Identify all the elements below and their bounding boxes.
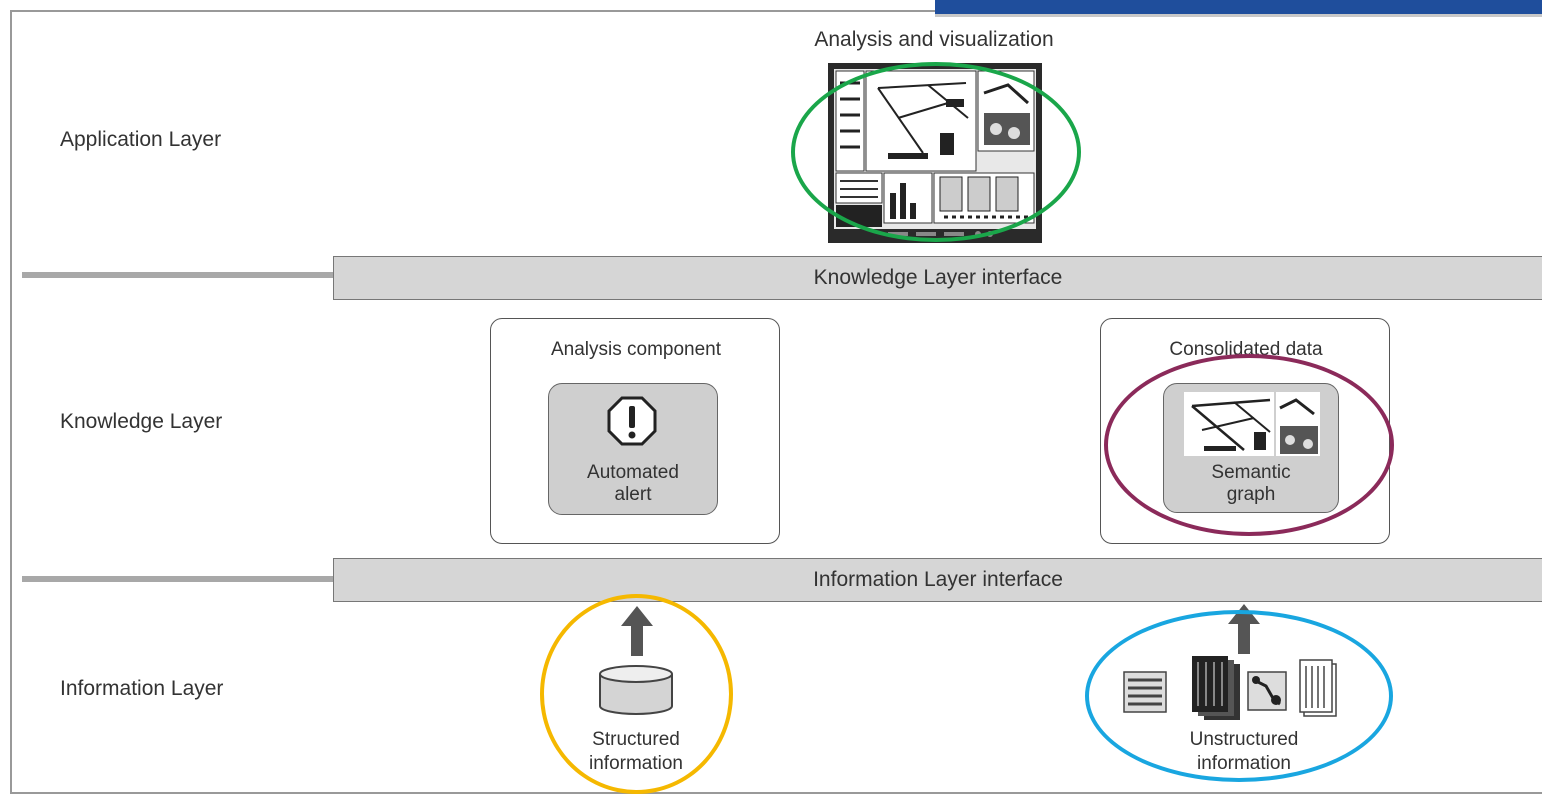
analysis-component-label: Analysis component <box>550 339 722 360</box>
knowledge-layer-label: Knowledge Layer <box>60 410 223 433</box>
knowledge-highlight-ellipse <box>1104 354 1394 536</box>
frame-left-border <box>10 10 12 794</box>
application-highlight-ellipse <box>791 62 1081 242</box>
application-layer-label: Application Layer <box>60 128 222 151</box>
information-layer-interface: Information Layer interface <box>333 558 1542 602</box>
consolidated-data-label: Consolidated data <box>1169 339 1323 360</box>
analysis-component-box: Analysis component Automated alert <box>490 318 780 544</box>
analysis-visualization-title: Analysis and visualization <box>814 28 1054 51</box>
automated-alert-label-line2: alert <box>614 484 652 505</box>
knowledge-interface-rule <box>22 272 333 278</box>
information-layer-label: Information Layer <box>60 677 224 700</box>
header-strip <box>935 0 1542 17</box>
information-interface-rule <box>22 576 333 582</box>
alert-octagon-icon <box>607 396 657 446</box>
unstructured-highlight-ellipse <box>1085 610 1393 782</box>
frame-bottom-border <box>10 792 1542 794</box>
automated-alert-label-line1: Automated <box>587 462 679 483</box>
automated-alert-box: Automated alert <box>548 383 718 515</box>
frame-top-border <box>10 10 935 12</box>
structured-highlight-ellipse <box>540 594 733 794</box>
knowledge-layer-interface: Knowledge Layer interface <box>333 256 1542 300</box>
